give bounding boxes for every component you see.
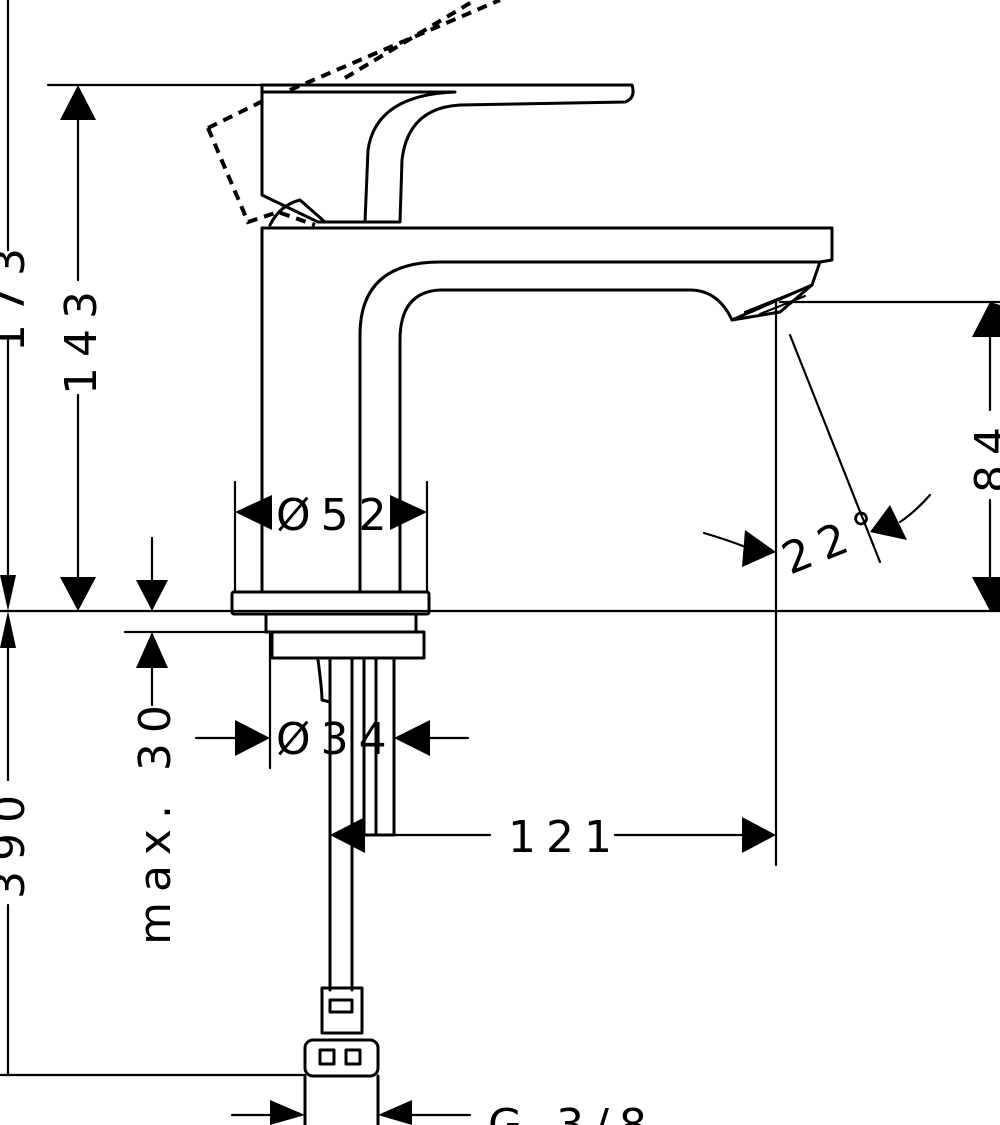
dim-connection: G 3/8 bbox=[488, 1100, 657, 1125]
dim-body-height: 143 bbox=[56, 281, 107, 395]
hose-fitting bbox=[320, 986, 364, 1035]
dimension-labels: 173 143 84 22° Ø52 Ø34 max. 30 390 121 G… bbox=[0, 238, 1000, 1125]
dim-spout-angle: 22° bbox=[775, 497, 894, 585]
dim-overall-height: 173 bbox=[0, 238, 35, 352]
dimension-lines bbox=[0, 0, 1000, 1077]
faucet-outline bbox=[206, 0, 834, 1125]
dim-shank-diameter: Ø34 bbox=[276, 714, 397, 765]
washer bbox=[270, 630, 426, 660]
dim-body-diameter: Ø52 bbox=[276, 490, 397, 541]
lever-open-position bbox=[206, 0, 501, 227]
connection-dimension bbox=[230, 1100, 472, 1125]
supply-hose bbox=[328, 656, 354, 992]
lever-handle bbox=[260, 83, 635, 224]
dim-projection: 121 bbox=[508, 812, 622, 863]
dim-below-deck: 390 bbox=[0, 785, 35, 899]
dim-max-thickness: max. 30 bbox=[130, 695, 181, 945]
lever-open-position-line bbox=[343, 0, 477, 80]
dim-spout-height: 84 bbox=[966, 417, 1000, 493]
faucet-body bbox=[260, 226, 834, 594]
